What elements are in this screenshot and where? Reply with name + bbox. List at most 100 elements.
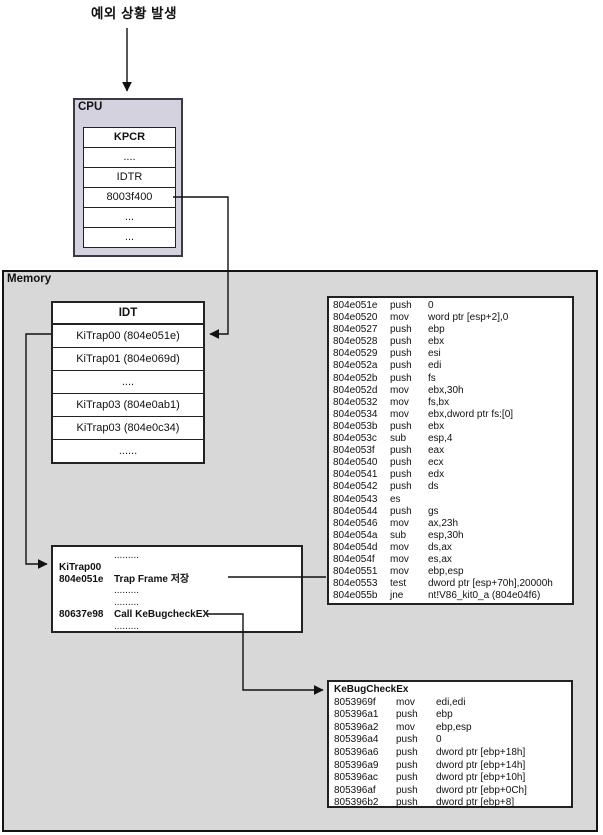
summary-text: .........	[114, 620, 140, 632]
asm-operands: ebx	[428, 420, 445, 432]
asm-line: 804e0529 push esi	[333, 348, 572, 360]
asm-operands: edx	[428, 469, 445, 481]
asm-operands: ebx	[428, 336, 445, 348]
asm-operands: edi,edi	[436, 696, 466, 708]
summary-text: Trap Frame 저장	[114, 573, 190, 585]
asm-address: 804e052d	[333, 384, 378, 396]
asm-mnemonic: push	[396, 784, 418, 796]
idt-entry: ......	[118, 445, 138, 457]
asm-line: 804e0520 mov word ptr [esp+2],0	[333, 312, 572, 324]
asm-line: 804e052b push fs	[333, 373, 572, 385]
cpu-label: CPU	[78, 101, 103, 113]
asm-operands: nt!V86_kit0_a (804e04f6)	[428, 590, 541, 602]
asm-address: 804e053c	[333, 433, 377, 445]
asm-mnemonic: push	[390, 445, 412, 457]
asm-address: 805396b2	[334, 797, 379, 809]
kitrap00-summary-line: .........	[59, 550, 301, 562]
asm-address: 804e0544	[333, 505, 378, 517]
asm-address: 804e054d	[333, 541, 378, 553]
asm-operands: ecx	[428, 457, 444, 469]
kebugcheckex-disassembly: KeBugCheckEx 8053969f mov edi,edi 805396…	[327, 680, 573, 808]
asm-line: 804e0542 push ds	[333, 481, 572, 493]
asm-line: 804e0541 push edx	[333, 469, 572, 481]
asm-address: 804e0546	[333, 517, 378, 529]
asm-address: 804e0527	[333, 324, 378, 336]
asm-operands	[428, 494, 572, 506]
asm-address: 804e0551	[333, 566, 378, 578]
kpcr-table-row: KPCR	[84, 128, 175, 148]
summary-address: 80637e98	[59, 608, 104, 620]
kpcr-table-row: ...	[84, 208, 175, 228]
asm-mnemonic: push	[390, 469, 412, 481]
idt-header: IDT	[53, 303, 203, 325]
idt-entry: KiTrap00 (804e051e)	[53, 325, 203, 348]
asm-mnemonic: sub	[390, 433, 407, 445]
summary-address: 804e051e	[59, 573, 104, 585]
memory-label: Memory	[7, 273, 52, 285]
asm-operands: dword ptr [ebp+8]	[436, 797, 515, 809]
asm-mnemonic: push	[396, 734, 418, 746]
asm-address: 805396a6	[334, 746, 379, 758]
asm-line: 805396a6 push dword ptr [ebp+18h]	[334, 747, 571, 760]
asm-operands: word ptr [esp+2],0	[428, 312, 509, 324]
asm-line: 804e0540 push ecx	[333, 457, 572, 469]
asm-operands: dword ptr [ebp+10h]	[436, 772, 526, 784]
asm-line: 804e054f mov es,ax	[333, 554, 572, 566]
summary-text: .........	[114, 585, 140, 597]
kitrap00-summary-line: .........	[59, 621, 301, 633]
asm-mnemonic: test	[390, 578, 407, 590]
kebugcheckex-header: KeBugCheckEx	[334, 684, 409, 695]
idt-entry: ....	[53, 371, 203, 394]
summary-address	[59, 597, 114, 609]
asm-operands: ebp	[436, 709, 453, 721]
asm-line: 804e052a push edi	[333, 360, 572, 372]
asm-mnemonic: push	[390, 505, 412, 517]
asm-mnemonic: push	[396, 759, 418, 771]
asm-line: 8053969f mov edi,edi	[334, 697, 571, 710]
asm-line: 804e054a sub esp,30h	[333, 530, 572, 542]
kitrap00-summary-line: 804e051e Trap Frame 저장	[59, 574, 301, 586]
asm-operands: dword ptr [ebp+18h]	[436, 746, 526, 758]
asm-operands: ebx,30h	[428, 384, 464, 396]
asm-line: 804e0528 push ebx	[333, 336, 572, 348]
asm-mnemonic: push	[396, 797, 418, 809]
asm-address: 804e0532	[333, 396, 378, 408]
asm-address: 804e052a	[333, 360, 378, 372]
asm-line: 804e0527 push ebp	[333, 324, 572, 336]
asm-address: 804e0529	[333, 348, 378, 360]
asm-address: 804e0540	[333, 457, 378, 469]
asm-operands: dword ptr [ebp+14h]	[436, 759, 526, 771]
asm-address: 804e051e	[333, 300, 378, 311]
asm-operands: dword ptr [ebp+0Ch]	[436, 784, 527, 796]
summary-address	[59, 550, 114, 562]
asm-mnemonic: jne	[390, 590, 404, 602]
asm-address: 804e0542	[333, 481, 378, 493]
asm-line: 804e053c sub esp,4	[333, 433, 572, 445]
asm-line: 804e0553 test dword ptr [esp+70h],20000h	[333, 578, 572, 590]
asm-mnemonic: mov	[390, 541, 409, 553]
kpcr-table: KPCR .... IDTR 8003f400 ... ...	[83, 127, 176, 248]
asm-operands: ds	[428, 481, 439, 493]
asm-line: 804e0544 push gs	[333, 506, 572, 518]
kitrap00-disassembly: 804e051e push 0 804e0520 mov word ptr [e…	[327, 296, 574, 605]
asm-address: 805396a9	[334, 759, 379, 771]
asm-mnemonic: mov	[390, 408, 409, 420]
asm-operands: 0	[428, 300, 434, 311]
asm-line: 804e051e push 0	[333, 300, 572, 312]
asm-operands: ebp,esp	[436, 721, 472, 733]
asm-operands: 0	[436, 734, 442, 746]
asm-address: 804e053f	[333, 445, 375, 457]
idt-entry: KiTrap01 (804e069d)	[53, 348, 203, 371]
asm-line: 805396a9 push dword ptr [ebp+14h]	[334, 760, 571, 773]
asm-mnemonic: push	[390, 336, 412, 348]
asm-operands: esp,30h	[428, 529, 464, 541]
idt-entry: KiTrap03 (804e0c34)	[53, 417, 203, 440]
asm-operands: ax,23h	[428, 517, 459, 529]
asm-line: 805396af push dword ptr [ebp+0Ch]	[334, 785, 571, 798]
asm-mnemonic: push	[390, 457, 412, 469]
asm-address: 804e0520	[333, 312, 378, 324]
asm-operands: ds,ax	[428, 541, 452, 553]
summary-text: .........	[114, 550, 140, 561]
kebugcheckex-rows: 8053969f mov edi,edi 805396a1 push ebp 8…	[334, 697, 571, 810]
asm-line: 804e053f push eax	[333, 445, 572, 457]
